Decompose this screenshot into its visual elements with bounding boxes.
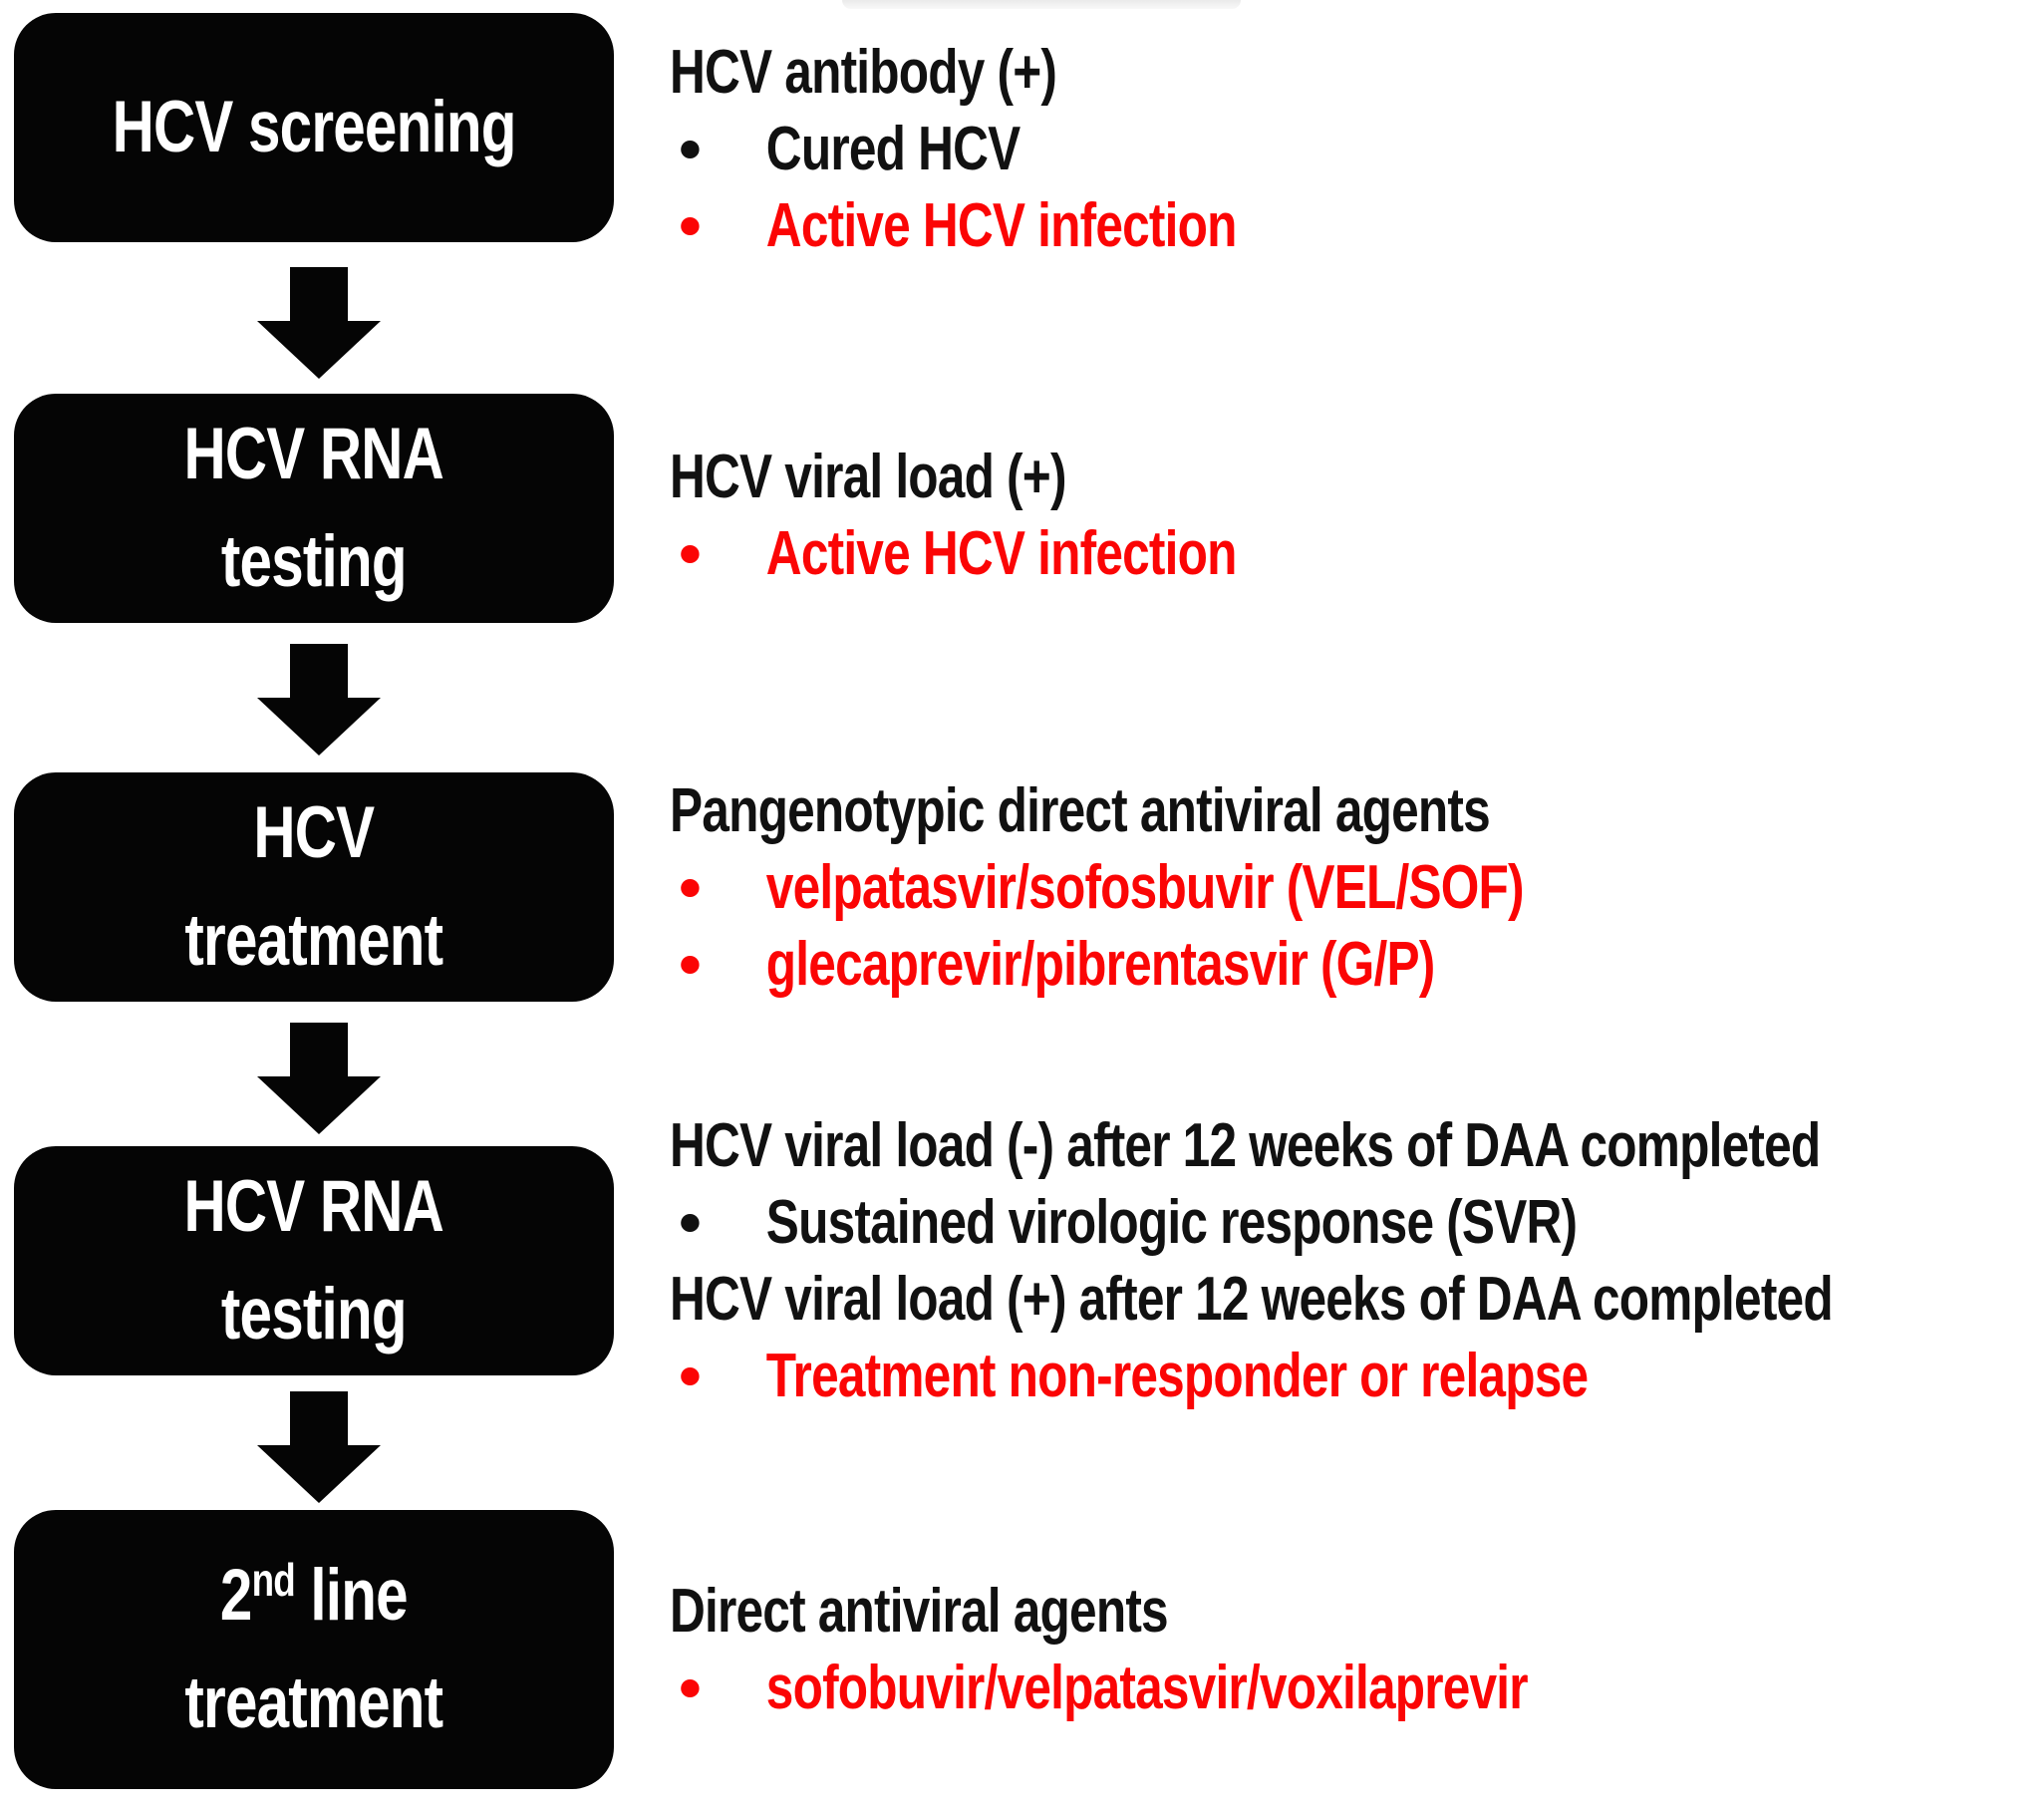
section-hcv-rna-result: HCV viral load (+) Active HCV infection — [670, 439, 1237, 592]
flow-box-hcv-treatment: HCV treatment — [14, 772, 614, 1002]
section-hcv-treatment-agents: Pangenotypic direct antiviral agents vel… — [670, 772, 1525, 1003]
arrow-down-icon-4 — [257, 1391, 381, 1503]
bullet-text: glecaprevir/pibrentasvir (G/P) — [765, 930, 1435, 999]
bullet-dot-icon — [681, 1213, 700, 1232]
box-label-line: testing — [221, 1274, 408, 1355]
bullet-text: Cured HCV — [765, 115, 1021, 183]
flow-box-label: HCV screening — [112, 74, 516, 181]
bullet-text: Active HCV infection — [765, 519, 1238, 588]
box-label-line: HCV — [253, 792, 376, 873]
bullet-text: Treatment non-responder or relapse — [765, 1342, 1589, 1410]
flow-box-label: HCV RNA testing — [183, 1153, 444, 1368]
annotation-header: Pangenotypic direct antiviral agents — [670, 776, 1491, 845]
bullet-text: velpatasvir/sofosbuvir (VEL/SOF) — [765, 853, 1525, 922]
ordinal-base: 2 — [220, 1555, 252, 1636]
annotation-header: HCV antibody (+) — [670, 38, 1057, 107]
annotation-header: HCV viral load (+) after 12 weeks of DAA… — [670, 1265, 1834, 1334]
box-label-line: treatment — [184, 900, 444, 981]
section-second-line-agents: Direct antiviral agents sofobuvir/velpat… — [670, 1573, 1529, 1726]
bullet-item: Sustained virologic response (SVR) — [670, 1184, 1833, 1261]
bullet-dot-icon — [681, 878, 700, 897]
section-post-treatment-rna-result: HCV viral load (-) after 12 weeks of DAA… — [670, 1107, 1834, 1414]
flow-box-second-line-treatment: 2nd line treatment — [14, 1510, 614, 1789]
bullet-item: Cured HCV — [670, 111, 1237, 187]
box-label-line: HCV RNA — [183, 414, 444, 494]
bullet-dot-icon — [681, 955, 700, 974]
bullet-item: Active HCV infection — [670, 187, 1237, 264]
bullet-item: Active HCV infection — [670, 515, 1237, 592]
box-label-line: testing — [221, 521, 408, 602]
top-edge-artifact-bar — [842, 0, 1241, 9]
bullet-dot-icon — [681, 544, 700, 563]
box-label-line: 2nd line — [185, 1542, 443, 1650]
flow-box-label: 2nd line treatment — [184, 1542, 444, 1757]
bullet-item: velpatasvir/sofosbuvir (VEL/SOF) — [670, 849, 1525, 926]
bullet-dot-icon — [681, 1678, 700, 1697]
box-label-line: HCV screening — [112, 87, 516, 167]
section-hcv-screening-result: HCV antibody (+) Cured HCV Active HCV in… — [670, 34, 1237, 264]
ordinal-suffix: nd — [251, 1554, 296, 1606]
arrow-down-icon-3 — [257, 1023, 381, 1134]
box-label-line: treatment — [184, 1662, 444, 1743]
bullet-text: Active HCV infection — [765, 191, 1238, 260]
flow-box-label: HCV RNA testing — [183, 401, 444, 616]
arrow-down-icon-1 — [257, 267, 381, 379]
box-label-line: HCV RNA — [183, 1166, 444, 1247]
flow-box-label: HCV treatment — [184, 779, 444, 995]
flow-box-hcv-rna-testing-2: HCV RNA testing — [14, 1146, 614, 1375]
bullet-text: sofobuvir/velpatasvir/voxilaprevir — [765, 1654, 1529, 1722]
box-label-line-rest: line — [295, 1555, 409, 1636]
bullet-dot-icon — [681, 1366, 700, 1385]
bullet-item: Treatment non-responder or relapse — [670, 1338, 1833, 1414]
bullet-text: Sustained virologic response (SVR) — [765, 1188, 1578, 1257]
flow-box-hcv-rna-testing-1: HCV RNA testing — [14, 394, 614, 623]
arrow-down-icon-2 — [257, 644, 381, 755]
bullet-dot-icon — [681, 140, 700, 158]
annotation-header: HCV viral load (+) — [670, 443, 1066, 511]
flow-box-hcv-screening: HCV screening — [14, 13, 614, 242]
bullet-dot-icon — [681, 216, 700, 235]
bullet-item: glecaprevir/pibrentasvir (G/P) — [670, 926, 1524, 1003]
annotation-header: Direct antiviral agents — [670, 1577, 1169, 1646]
bullet-item: sofobuvir/velpatasvir/voxilaprevir — [670, 1650, 1529, 1726]
annotation-header: HCV viral load (-) after 12 weeks of DAA… — [670, 1111, 1821, 1180]
